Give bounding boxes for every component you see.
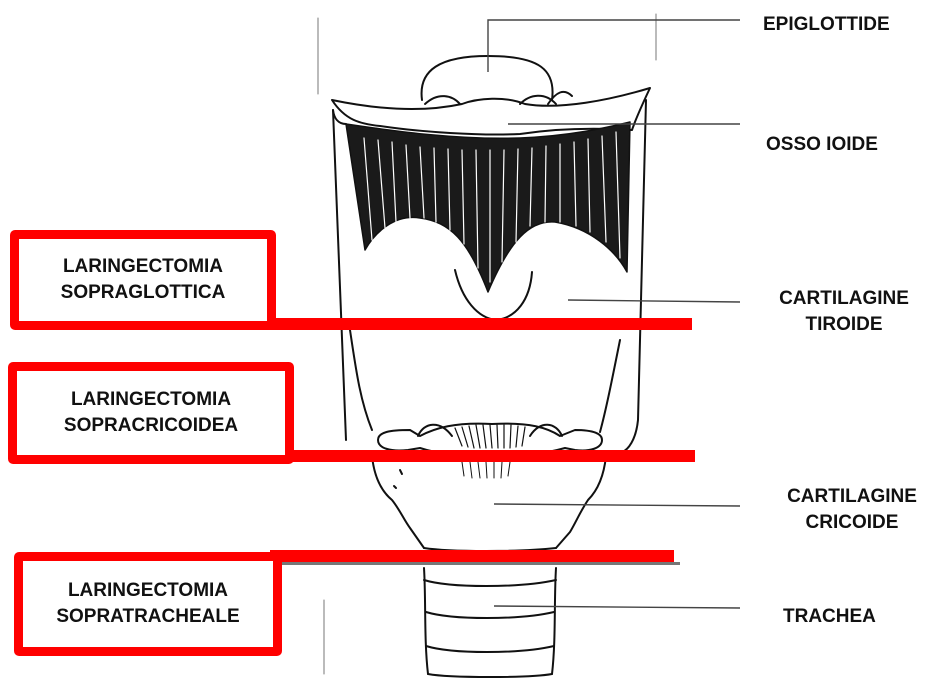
procedure-label-supratracheal: LARINGECTOMIA SOPRATRACHEALE [56,578,239,630]
thyrohyoid-membrane [346,122,630,292]
leader-trachea [494,606,740,608]
label-osso-ioide: OSSO IOIDE [766,132,878,158]
leader-thyroid [568,300,740,302]
leader-cricoid [494,504,740,506]
label-thyroid-line1: CARTILAGINE [762,286,926,312]
procedure-box-supracricoid: LARINGECTOMIA SOPRACRICOIDEA [8,362,294,464]
label-osso-ioide-text: OSSO IOIDE [766,132,878,158]
procedure-supratracheal-line1: LARINGECTOMIA [56,578,239,604]
label-cartilagine-cricoide: CARTILAGINE CRICOIDE [770,484,934,536]
cut-line-supracricoid [290,450,695,462]
procedure-supraglottic-line1: LARINGECTOMIA [61,254,226,280]
procedure-supraglottic-line2: SOPRAGLOTTICA [61,280,226,306]
label-thyroid-line2: TIROIDE [762,312,926,338]
cricoid-cartilage-shape [372,456,424,548]
cut-line-supraglottic [270,318,692,330]
label-epiglottide: EPIGLOTTIDE [763,12,890,38]
procedure-label-supraglottic: LARINGECTOMIA SOPRAGLOTTICA [61,254,226,306]
label-trachea: TRACHEA [783,604,876,630]
label-cartilagine-tiroide: CARTILAGINE TIROIDE [762,286,926,338]
label-trachea-text: TRACHEA [783,604,876,630]
epiglottis-shape [422,56,553,100]
procedure-box-supraglottic: LARINGECTOMIA SOPRAGLOTTICA [10,230,276,330]
procedure-box-supratracheal: LARINGECTOMIA SOPRATRACHEALE [14,552,282,656]
label-cricoid-line2: CRICOIDE [770,510,934,536]
procedure-label-supracricoid: LARINGECTOMIA SOPRACRICOIDEA [64,387,238,439]
leader-epiglottis [488,20,740,72]
label-cricoid-line1: CARTILAGINE [770,484,934,510]
cut-line-supratracheal [270,550,674,562]
procedure-supracricoid-line1: LARINGECTOMIA [64,387,238,413]
procedure-supratracheal-line2: SOPRATRACHEALE [56,604,239,630]
label-epiglottide-text: EPIGLOTTIDE [763,12,890,38]
procedure-supracricoid-line2: SOPRACRICOIDEA [64,413,238,439]
